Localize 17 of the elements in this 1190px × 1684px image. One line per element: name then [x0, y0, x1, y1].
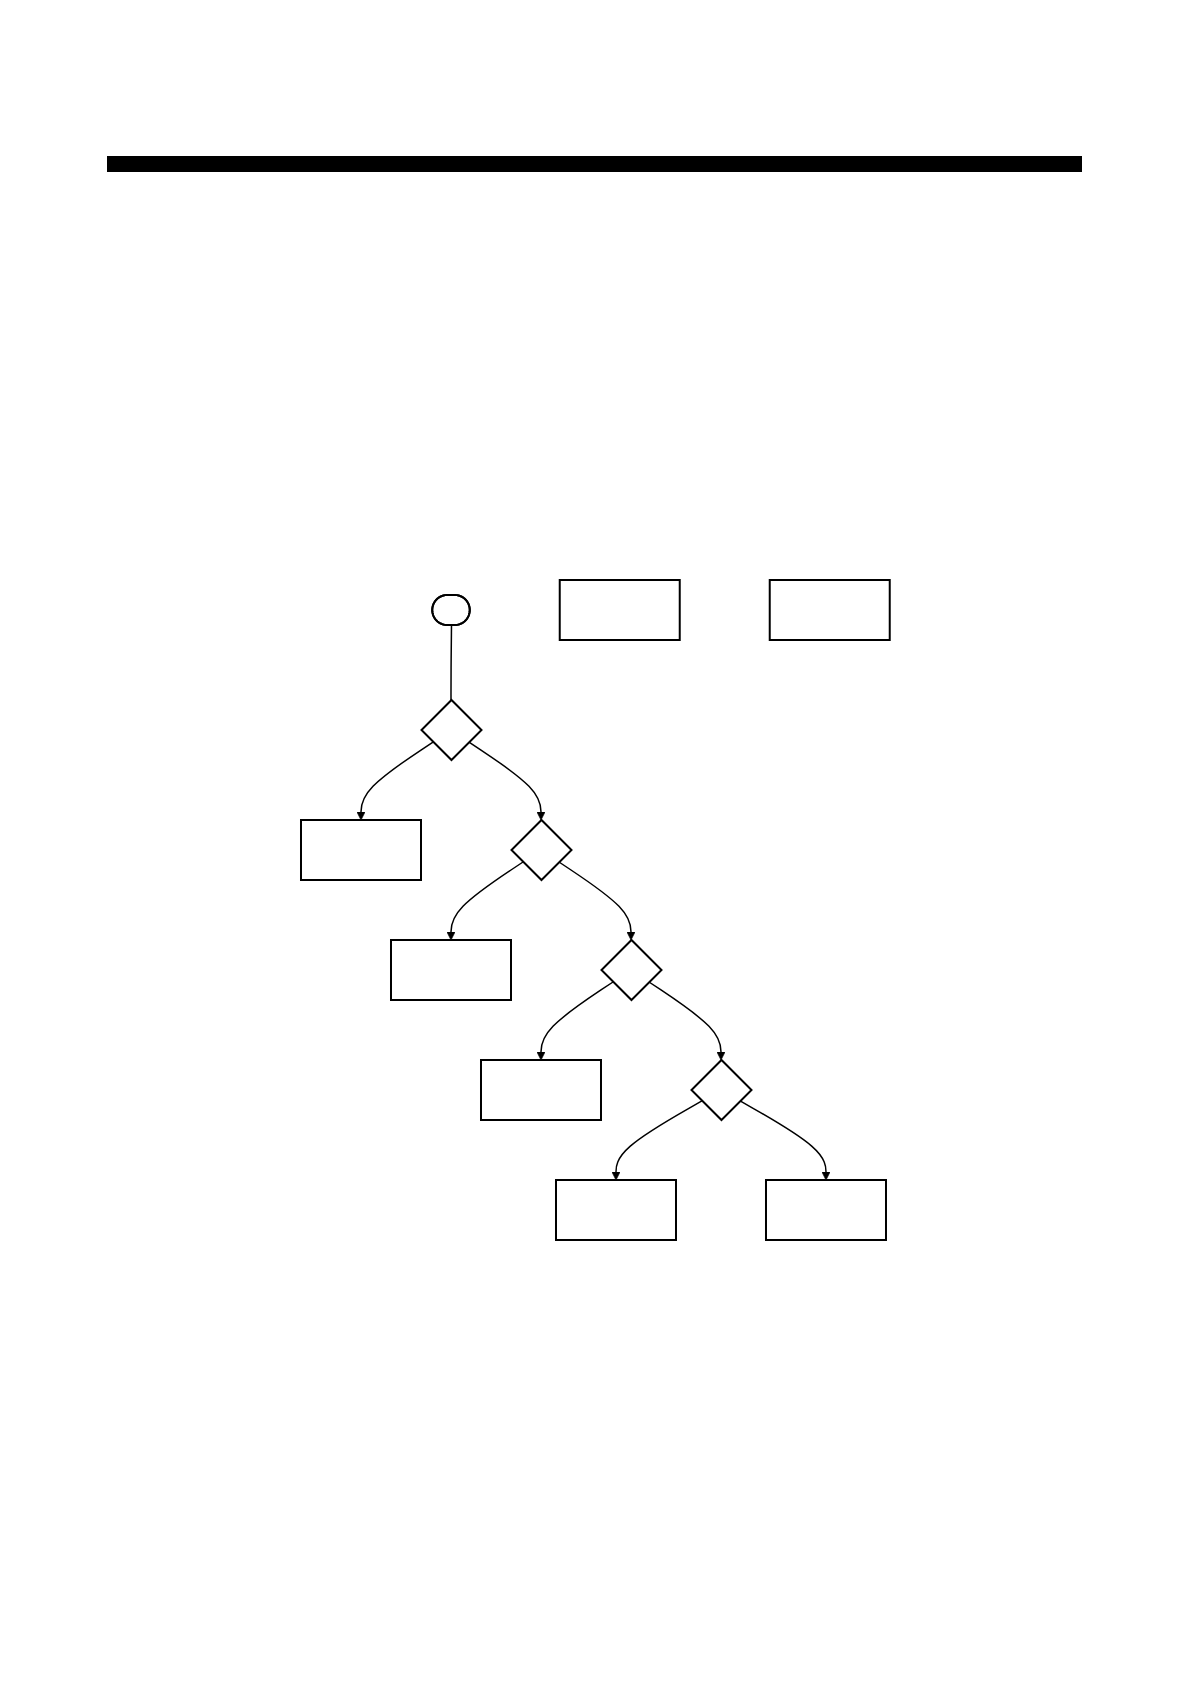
node-box	[299, 819, 422, 881]
arrow	[611, 1100, 703, 1181]
arrow	[356, 741, 434, 821]
connector	[449, 624, 452, 701]
node-diamond	[689, 1058, 753, 1122]
node-box	[479, 1059, 602, 1121]
node-box	[558, 579, 681, 641]
node-diamond	[509, 818, 573, 882]
node-diamond	[599, 938, 663, 1002]
arrow	[467, 741, 545, 821]
arrow	[446, 861, 524, 941]
node-box	[764, 1179, 887, 1241]
node-box	[389, 939, 512, 1001]
node-box	[554, 1179, 677, 1241]
node-diamond	[419, 698, 483, 762]
arrow	[536, 981, 614, 1061]
node-box	[768, 579, 891, 641]
